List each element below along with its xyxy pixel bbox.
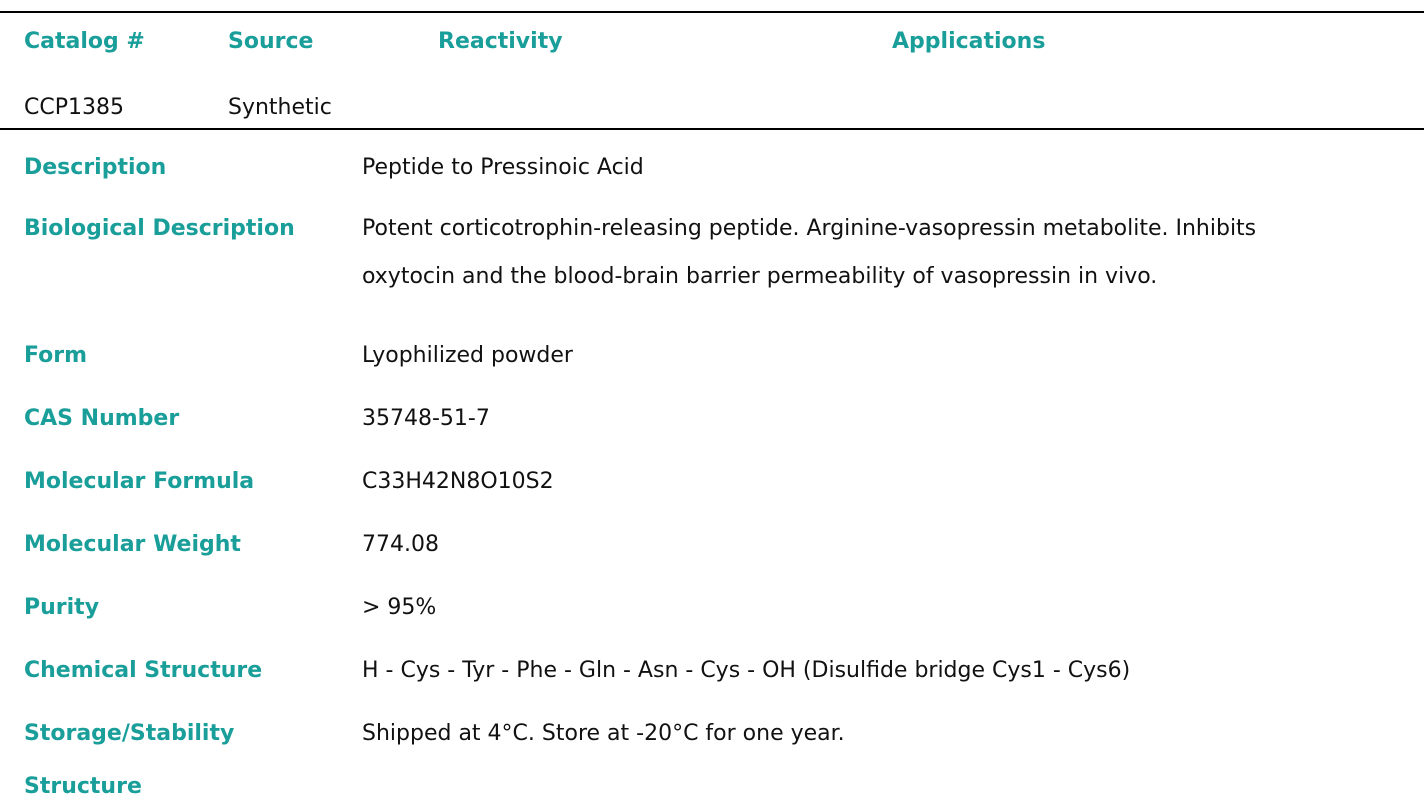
section-rule	[0, 128, 1424, 130]
biological-description-line-2: oxytocin and the blood-brain barrier per…	[362, 264, 1158, 289]
source-cell: Synthetic	[228, 95, 332, 120]
description-value: Peptide to Pressinoic Acid	[362, 155, 644, 180]
cas-number-label: CAS Number	[24, 406, 180, 431]
chemical-structure-label: Chemical Structure	[24, 658, 263, 683]
structure-label: Structure	[24, 774, 142, 799]
molecular-weight-label: Molecular Weight	[24, 532, 241, 557]
storage-stability-value: Shipped at 4°C. Store at -20°C for one y…	[362, 721, 845, 746]
form-value: Lyophilized powder	[362, 343, 573, 368]
catalog-number-cell: CCP1385	[24, 95, 124, 120]
biological-description-label: Biological Description	[24, 216, 295, 241]
form-label: Form	[24, 343, 88, 368]
cas-number-value: 35748-51-7	[362, 406, 490, 431]
source-column-header: Source	[228, 29, 314, 54]
catalog-column-header: Catalog #	[24, 29, 145, 54]
biological-description-value: Potent corticotrophin-releasing peptide.…	[362, 216, 1256, 289]
molecular-weight-value: 774.08	[362, 532, 439, 557]
biological-description-line-1: Potent corticotrophin-releasing peptide.…	[362, 216, 1257, 241]
description-label: Description	[24, 155, 167, 180]
purity-value: > 95%	[362, 595, 437, 620]
reactivity-column-header: Reactivity	[438, 29, 563, 54]
storage-stability-label: Storage/Stability	[24, 721, 235, 746]
molecular-formula-label: Molecular Formula	[24, 469, 255, 494]
purity-label: Purity	[24, 595, 100, 620]
applications-column-header: Applications	[892, 29, 1046, 54]
top-rule	[0, 11, 1424, 13]
molecular-formula-value: C33H42N8O10S2	[362, 469, 554, 494]
chemical-structure-value: H - Cys - Tyr - Phe - Gln - Asn - Cys - …	[362, 658, 1131, 683]
